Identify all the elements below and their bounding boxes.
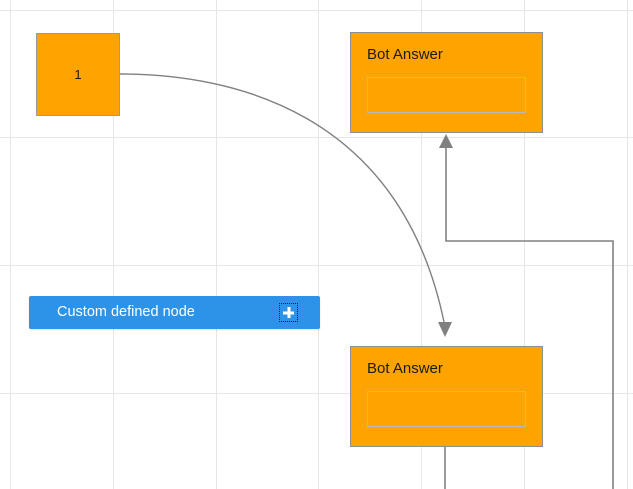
node-start[interactable]: 1 <box>36 33 120 116</box>
connector-loop-to-bot-top[interactable] <box>439 134 614 489</box>
node-custom-defined-label: Custom defined node <box>57 304 195 321</box>
connector-start-to-bot-bottom[interactable] <box>119 73 452 337</box>
node-custom-defined[interactable]: Custom defined node <box>29 296 320 329</box>
node-bot-answer-top-field[interactable] <box>367 76 526 113</box>
node-bot-answer-top[interactable]: Bot Answer <box>350 32 543 133</box>
node-bot-answer-top-title: Bot Answer <box>367 46 443 63</box>
node-start-label: 1 <box>74 67 82 82</box>
plus-icon[interactable] <box>279 303 298 322</box>
node-bot-answer-bottom-title: Bot Answer <box>367 360 443 377</box>
node-bot-answer-bottom[interactable]: Bot Answer <box>350 346 543 447</box>
node-bot-answer-bottom-field[interactable] <box>367 390 526 427</box>
